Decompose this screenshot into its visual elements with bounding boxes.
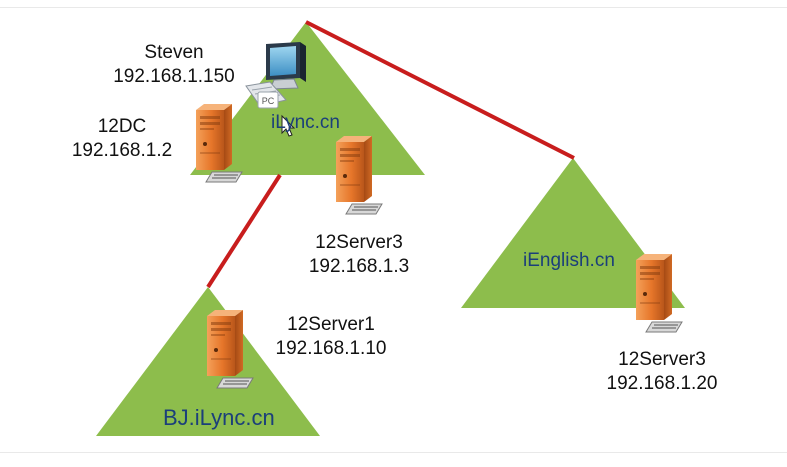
- domain-label-root: iLync.cn: [271, 112, 340, 133]
- node-name: Steven: [144, 42, 204, 63]
- node-label-steven: Steven 192.168.1.150: [105, 41, 243, 89]
- node-ip: 192.168.1.3: [308, 256, 410, 277]
- node-label-server1: 12Server1 192.168.1.10: [262, 313, 400, 361]
- mouse-cursor-icon: [281, 114, 296, 137]
- domain-label-child: BJ.iLync.cn: [163, 405, 275, 430]
- domain-label-other: iEnglish.cn: [523, 250, 615, 271]
- node-name: 12Server1: [287, 314, 375, 335]
- bottom-border-line: [0, 452, 787, 453]
- node-ip: 192.168.1.10: [275, 338, 387, 359]
- node-name: 12DC: [97, 116, 147, 137]
- trust-line-root-child: [206, 173, 282, 289]
- pc-icon: PC: [245, 42, 306, 109]
- node-ip: 192.168.1.150: [113, 66, 235, 87]
- top-border-line: [0, 7, 787, 8]
- node-name: 12Server3: [315, 232, 403, 253]
- node-label-server3-root: 12Server3 192.168.1.3: [296, 231, 422, 279]
- trust-line-root-other: [305, 20, 575, 160]
- node-label-dc: 12DC 192.168.1.2: [62, 115, 182, 163]
- node-ip: 192.168.1.20: [606, 373, 718, 394]
- domain-triangle-other: [461, 158, 685, 308]
- node-name: 12Server3: [618, 349, 706, 370]
- server-icon-server3-english: [635, 253, 683, 333]
- pc-badge-text: PC: [262, 96, 275, 106]
- node-ip: 192.168.1.2: [71, 140, 173, 161]
- node-label-server3-english: 12Server3 192.168.1.20: [593, 348, 731, 396]
